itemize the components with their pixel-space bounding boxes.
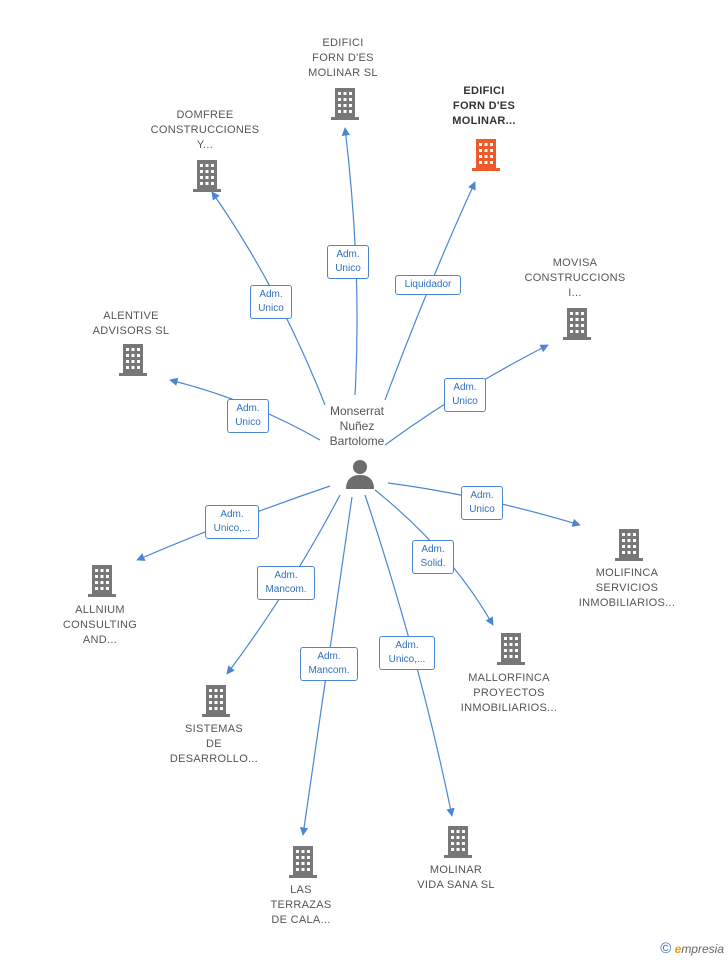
relation-badge-edifici1: Adm. Unico (327, 245, 369, 279)
relation-badge-edifici2: Liquidador (395, 275, 461, 295)
relation-badge-allnium: Adm. Unico,... (205, 505, 259, 539)
relation-badge-movisa: Adm. Unico (444, 378, 486, 412)
building-icon[interactable] (87, 563, 117, 597)
relation-badge-molinar: Adm. Unico,... (379, 636, 435, 670)
building-icon[interactable] (614, 527, 644, 561)
building-icon[interactable] (118, 342, 148, 376)
relation-badge-alentive: Adm. Unico (227, 399, 269, 433)
brand-logo-text: mpresia (681, 942, 724, 956)
company-name-edifici2[interactable]: EDIFICI FORN D'ES MOLINAR... (452, 85, 516, 127)
relation-badge-sistemas: Adm. Mancom. (257, 566, 315, 600)
center-person-name[interactable]: Monserrat Nuñez Bartolome (329, 404, 385, 448)
company-name-molinar[interactable]: MOLINAR VIDA SANA SL (417, 864, 495, 891)
company-name-edifici1[interactable]: EDIFICI FORN D'ES MOLINAR SL (308, 37, 378, 79)
building-icon[interactable] (443, 824, 473, 858)
relation-badge-molifinca: Adm. Unico (461, 486, 503, 520)
copyright-icon: © (660, 940, 672, 957)
building-icon[interactable] (496, 631, 526, 665)
footer-brand: © empresia (660, 940, 724, 957)
company-name-domfree[interactable]: DOMFREE CONSTRUCCIONES Y... (150, 109, 260, 151)
company-name-terrazas[interactable]: LAS TERRAZAS DE CALA... (270, 884, 332, 926)
building-icon[interactable] (330, 86, 360, 120)
company-name-mallorfinca[interactable]: MALLORFINCA PROYECTOS INMOBILIARIOS... (460, 672, 558, 714)
company-name-movisa[interactable]: MOVISA CONSTRUCCIONS I... (524, 257, 626, 299)
company-name-allnium[interactable]: ALLNIUM CONSULTING AND... (62, 604, 138, 646)
building-icon[interactable] (201, 683, 231, 717)
relation-badge-domfree: Adm. Unico (250, 285, 292, 319)
building-icon[interactable] (192, 158, 222, 192)
company-name-molifinca[interactable]: MOLIFINCA SERVICIOS INMOBILIARIOS... (578, 567, 676, 609)
building-icon[interactable] (471, 137, 501, 171)
company-name-alentive[interactable]: ALENTIVE ADVISORS SL (92, 310, 170, 337)
building-icon[interactable] (288, 844, 318, 878)
company-name-sistemas[interactable]: SISTEMAS DE DESARROLLO... (169, 723, 259, 765)
brand-logo-initial: e (674, 942, 682, 956)
relation-badge-terrazas: Adm. Mancom. (300, 647, 358, 681)
person-icon[interactable] (344, 458, 376, 490)
relation-badge-mallorfinca: Adm. Solid. (412, 540, 454, 574)
building-icon[interactable] (562, 306, 592, 340)
